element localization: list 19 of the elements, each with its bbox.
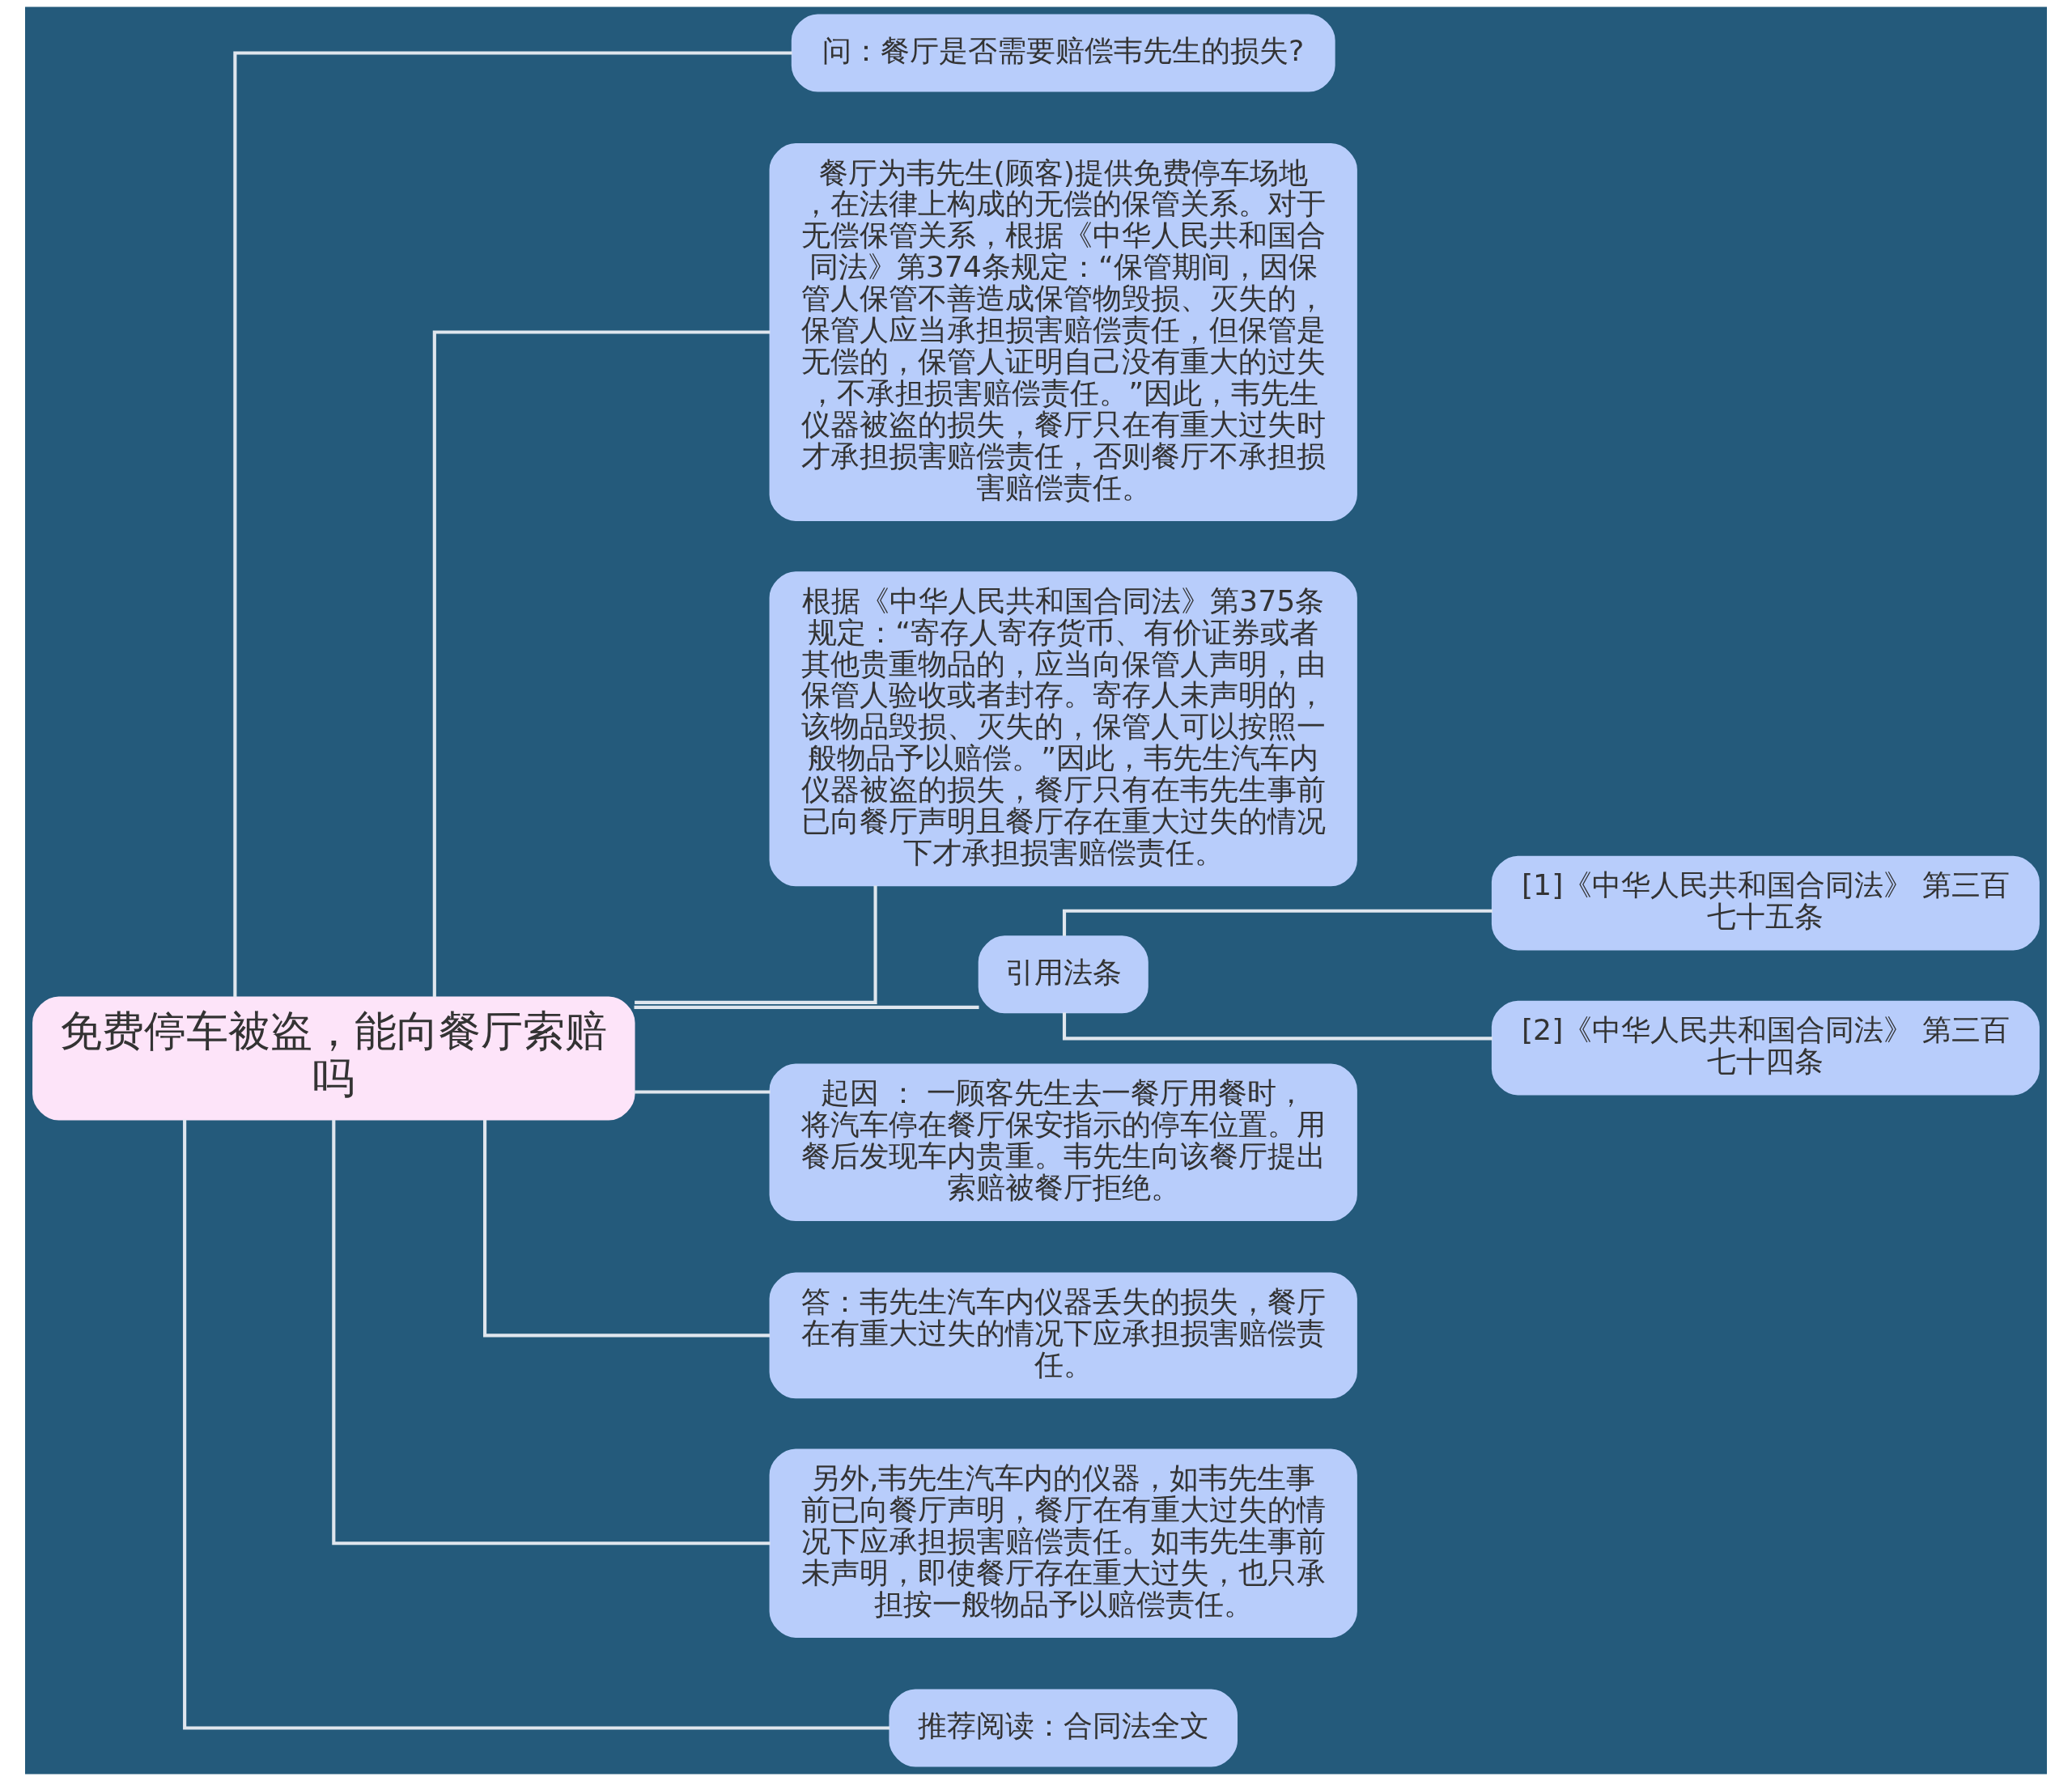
node-box: 起因 ： 一顾客先生去一餐厅用餐时，将汽车停在餐厅保安指示的停车位置。用餐后发现车内贵重。韦先生向该餐厅提出索赔被餐厅拒绝。 [769,1063,1357,1222]
node-box: [1]《中华人民共和国合同法》 第三百七十五条 [1491,855,2040,951]
connector [183,1119,890,1730]
node-box: 推荐阅读：合同法全文 [889,1689,1238,1767]
node-box: 答：韦先生汽车内仪器丢失的损失，餐厅在有重大过失的情况下应承担损害赔偿责任。 [769,1272,1357,1399]
connector [432,330,771,998]
node-box: 免费停车被盗，能向餐厅索赔吗 [32,996,635,1121]
node-box: 另外,韦先生汽车内的仪器，如韦先生事前已向餐厅声明，餐厅在有重大过失的情况下应承担损害赔偿责任。如韦先生事前未声明，即使餐厅存在重大过失，也只承担按一般物品予以赔偿责任。 [769,1448,1357,1638]
connector [332,1119,771,1546]
node-box: 引用法条 [978,935,1149,1014]
connector [635,885,877,1004]
node-box: 问：餐厅是否需要赔偿韦先生的损失? [791,14,1335,92]
node-box: [2]《中华人民共和国合同法》 第三百七十四条 [1491,1000,2040,1096]
connector [634,1090,771,1094]
node-box: 根据《中华人民共和国合同法》第375条规定：“寄存人寄存货币、有价证券或者其他贵重物品的，应当向保管人声明，由保管人验收或者封存。寄存人未声明的，该物品毁损、灭失的，保管人可以按照一般物品予以赔偿。”因此，韦先生汽车内仪器被盗的损失，餐厅只有在韦先生事前已向餐厅声明且餐厅存在重大过失的情况下才承担损害赔偿责任。 [769,571,1357,887]
connector [233,51,792,998]
connector [483,1120,771,1338]
node-box: 餐厅为韦先生(顾客)提供免费停车场地，在法律上构成的无偿的保管关系。对于无偿保管关系，根据《中华人民共和国合同法》第374条规定：“保管期间，因保管人保管不善造成保管物毁损、灭失的，保管人应当承担损害赔偿责任，但保管是无偿的，保管人证明自己没有重大的过失，不承担损害赔偿责任。”因此，韦先生仪器被盗的损失，餐厅只在有重大过失时才承担损害赔偿责任，否则餐厅不承担损害赔偿责任。 [769,143,1357,521]
connector [634,1005,979,1009]
